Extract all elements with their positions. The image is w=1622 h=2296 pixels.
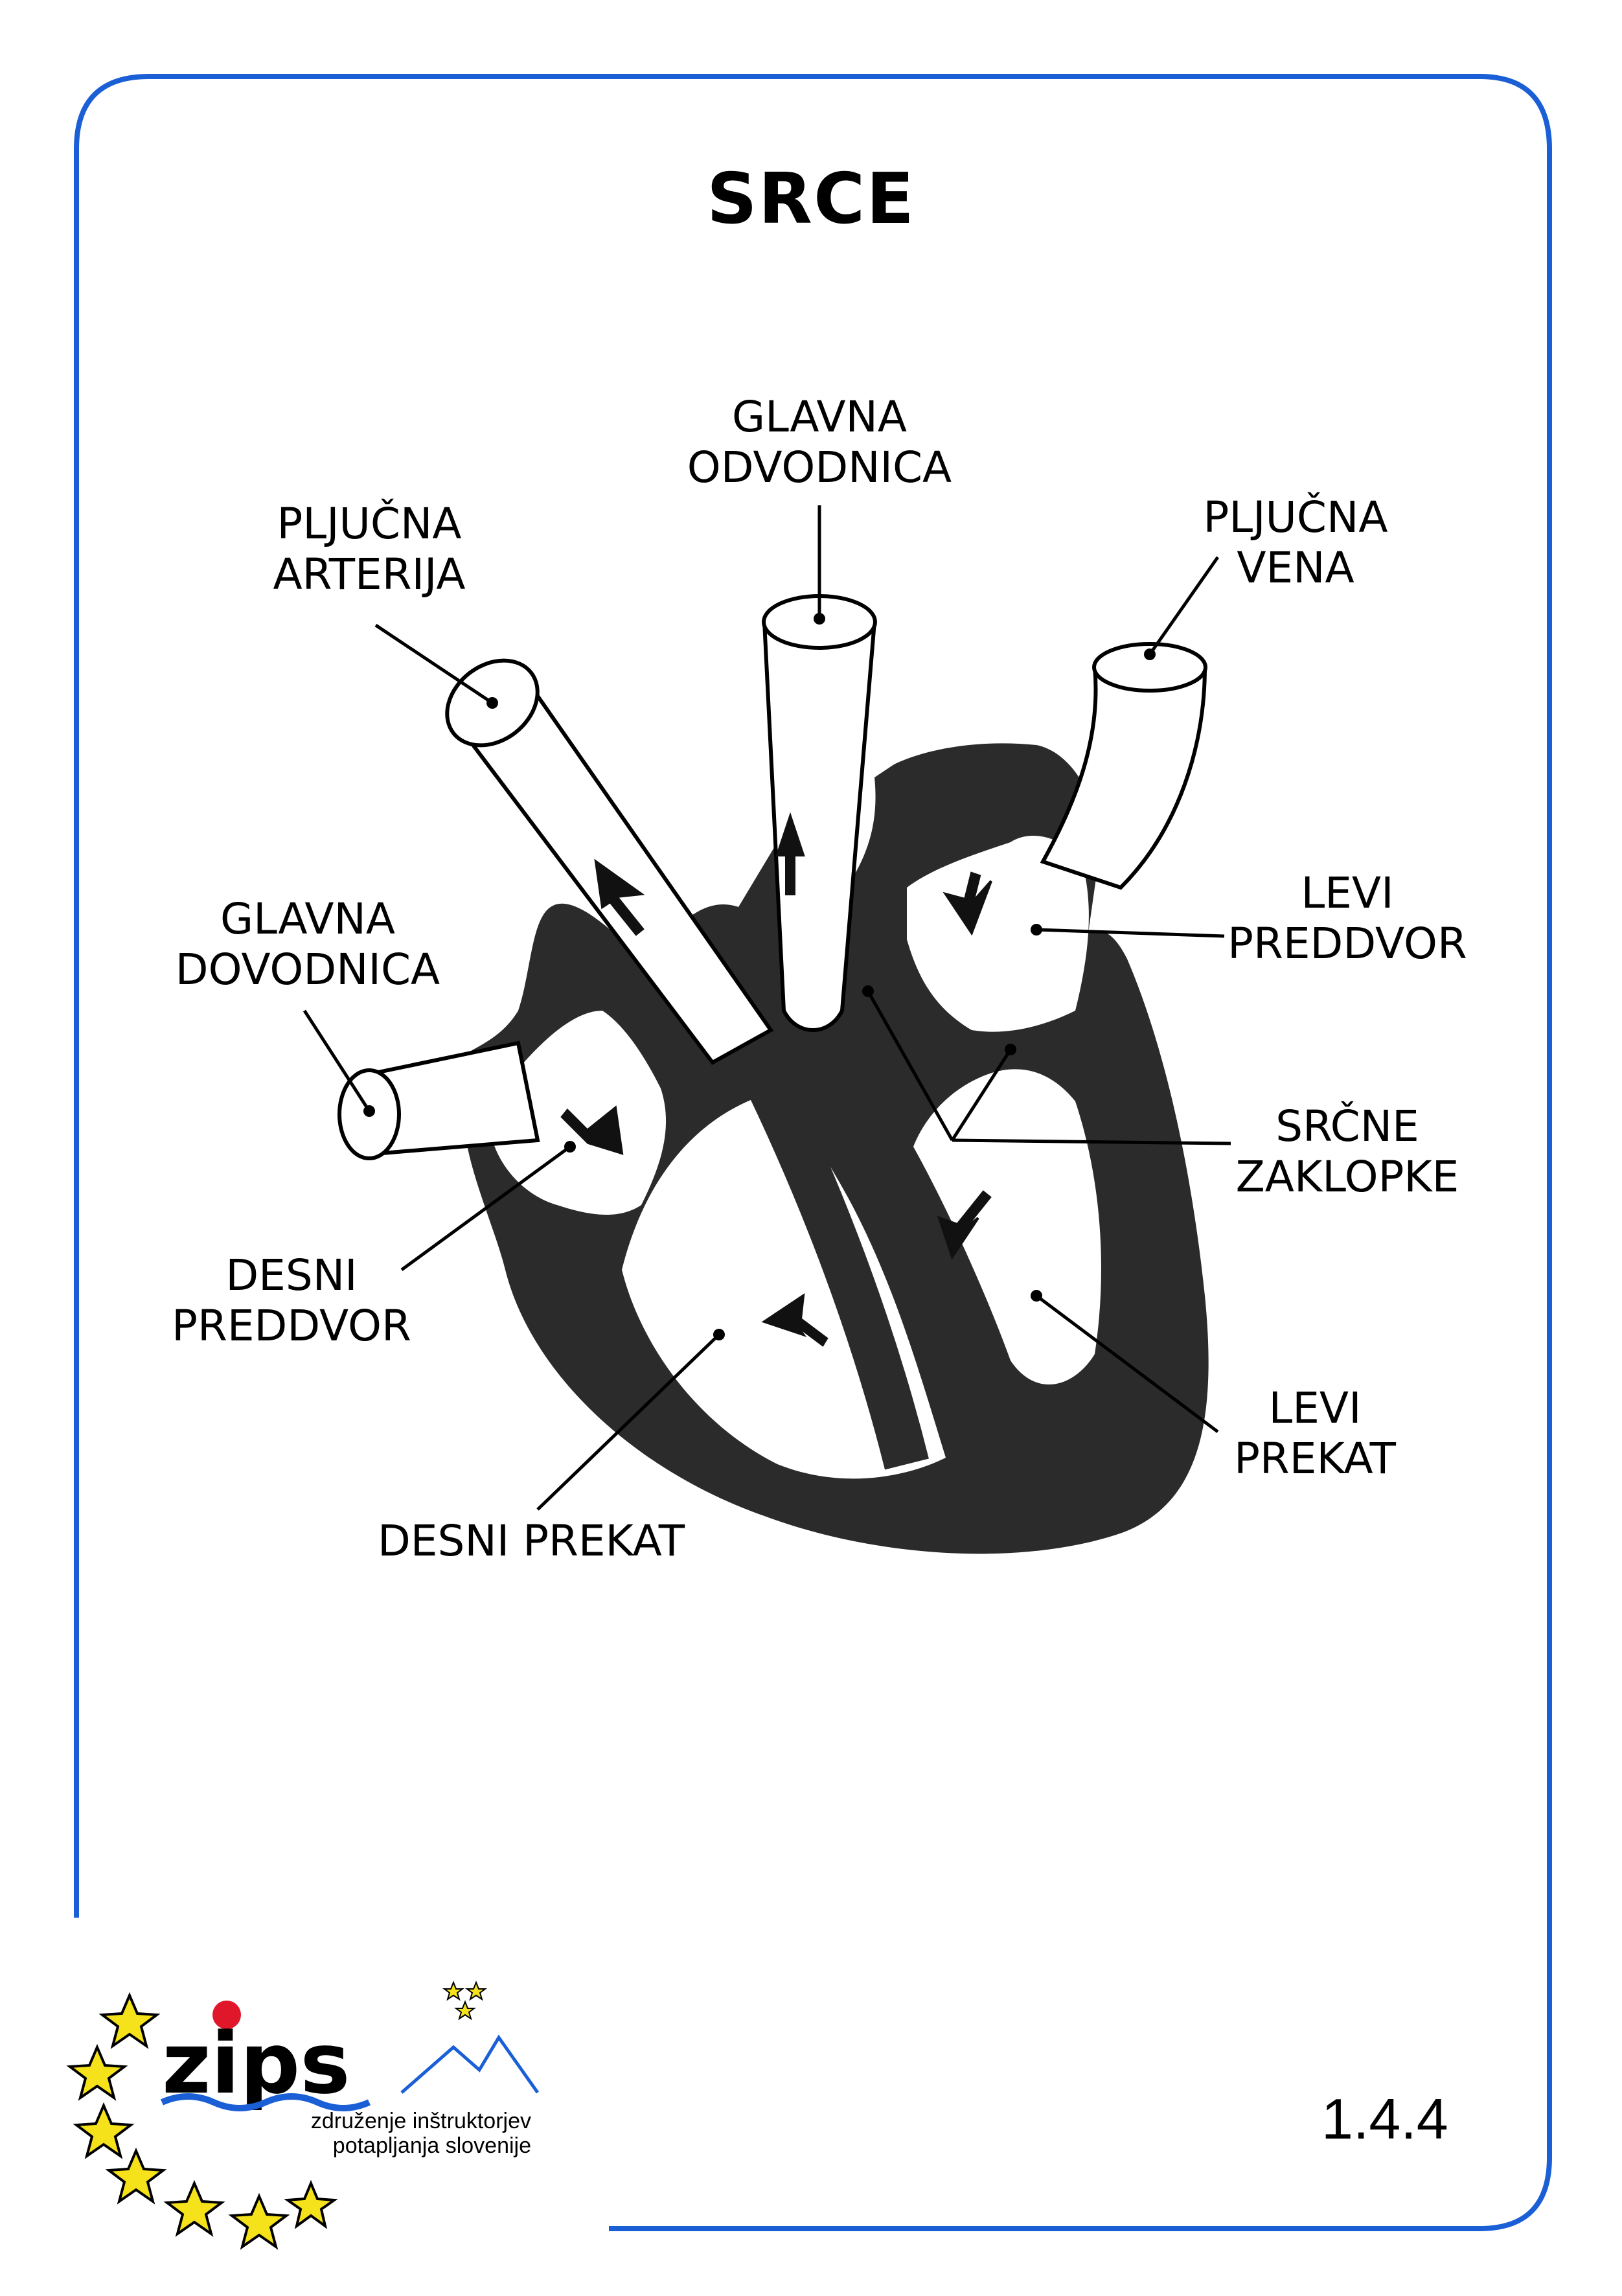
arrow-icon	[775, 812, 805, 895]
page-title: SRCE	[707, 159, 915, 240]
flow-arrows	[560, 812, 992, 1347]
leader-lines	[303, 505, 1231, 1511]
arrow-icon	[942, 871, 992, 936]
left-atrium	[907, 836, 1089, 1032]
arrow-icon	[594, 858, 645, 936]
label-desni-prekat: DESNI PREKAT	[377, 1516, 685, 1566]
aorta	[762, 620, 877, 1032]
arrow-icon	[761, 1292, 828, 1347]
arrow-icon	[560, 1105, 624, 1155]
logo-wave	[160, 2093, 371, 2111]
mountain-icon	[400, 2034, 540, 2094]
left-ventricle	[913, 1069, 1101, 1385]
small-star-icon	[442, 1980, 487, 2021]
pulmonary-vein	[1040, 665, 1207, 890]
logo-subtitle: združenje inštruktorjev potapljanja slov…	[310, 2109, 531, 2158]
pulmonary-vein-opening	[1092, 642, 1207, 693]
arrow-icon	[937, 1190, 992, 1260]
star-icon	[66, 1992, 338, 2250]
page-number: 1.4.4	[1321, 2087, 1448, 2151]
logo-dot	[212, 2001, 241, 2029]
leader-dots	[363, 613, 1156, 1340]
right-atrium	[489, 1011, 667, 1215]
septum	[731, 1039, 929, 1470]
